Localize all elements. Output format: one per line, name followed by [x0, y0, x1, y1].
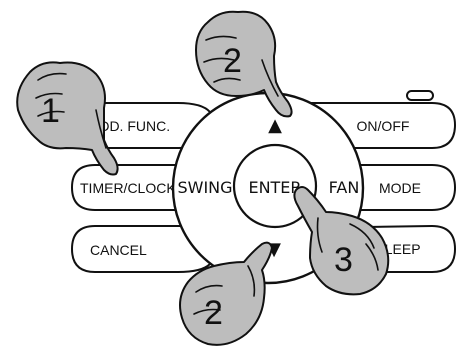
- step-2-bottom-number: 2: [204, 294, 223, 332]
- fan-button[interactable]: FAN: [329, 178, 360, 197]
- timer-clock-label: TIMER/CLOCK: [80, 180, 176, 196]
- on-off-label: ON/OFF: [357, 118, 410, 134]
- cancel-label: CANCEL: [90, 242, 147, 258]
- pointing-hand-icon: [195, 10, 293, 118]
- up-arrow-icon[interactable]: ▲: [268, 115, 282, 136]
- mode-label: MODE: [379, 180, 421, 196]
- step-3-number: 3: [334, 241, 353, 279]
- step-2-top-number: 2: [223, 42, 242, 80]
- pointing-hand-icon: [179, 241, 273, 346]
- step-1-number: 1: [41, 92, 60, 130]
- on-off-indicator-icon: [406, 90, 434, 101]
- pointing-hand-icon: [16, 61, 119, 176]
- add-func-label: ADD. FUNC.: [90, 118, 170, 134]
- swing-button[interactable]: SWING: [177, 178, 232, 197]
- cancel-button[interactable]: CANCEL: [70, 225, 217, 273]
- enter-label: ENTER: [248, 178, 301, 197]
- pointing-hand-icon: [293, 186, 390, 296]
- enter-button[interactable]: ENTER: [232, 143, 318, 229]
